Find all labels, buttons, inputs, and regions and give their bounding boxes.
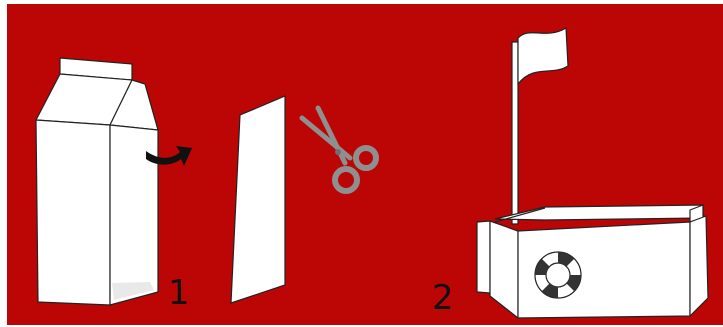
step-number-2: 2 — [432, 281, 454, 315]
life-ring-icon — [535, 252, 581, 298]
step-number-1: 1 — [168, 276, 190, 310]
cut-panel — [231, 96, 285, 303]
milk-carton — [36, 58, 158, 305]
